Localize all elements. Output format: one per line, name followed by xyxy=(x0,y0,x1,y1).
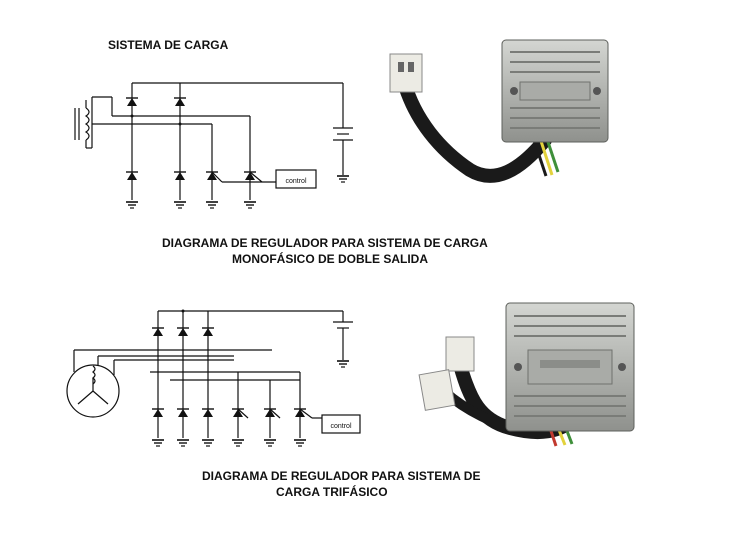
page-title: SISTEMA DE CARGA xyxy=(108,38,229,52)
three-phase-stator xyxy=(66,350,120,418)
three-phase-caption-line2: CARGA TRIFÁSICO xyxy=(276,485,388,499)
three-phase-battery xyxy=(333,321,353,368)
three-control-label: control xyxy=(330,423,351,430)
three-phase-regulator-photo xyxy=(418,302,635,447)
single-control-label: control xyxy=(285,178,306,185)
three-phase-caption-line1: DIAGRAMA DE REGULADOR PARA SISTEMA DE xyxy=(202,469,481,483)
single-phase-caption-line1: DIAGRAMA DE REGULADOR PARA SISTEMA DE CA… xyxy=(162,236,488,250)
alternator-coil xyxy=(74,96,113,149)
single-phase-schematic: control xyxy=(74,82,353,209)
three-phase-schematic: control xyxy=(66,309,361,447)
single-phase-caption-line2: MONOFÁSICO DE DOBLE SALIDA xyxy=(232,252,429,266)
single-phase-regulator-photo xyxy=(389,39,609,183)
battery-symbol xyxy=(333,127,353,183)
